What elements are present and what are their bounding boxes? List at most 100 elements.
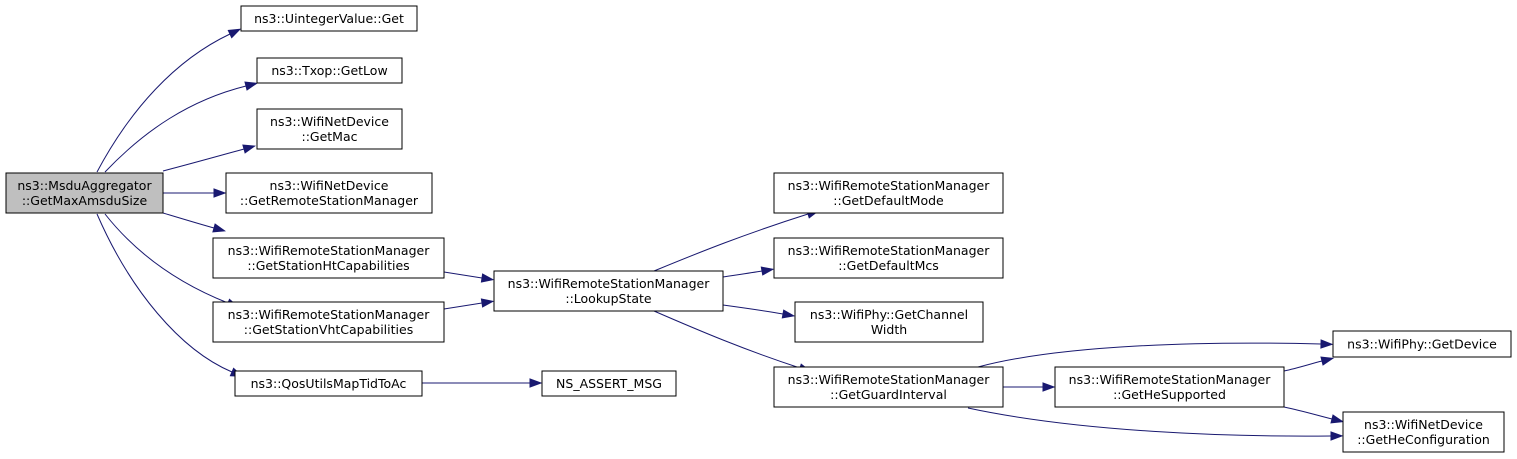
- node-label-line: ::GetGuardInterval: [830, 387, 947, 402]
- node-root[interactable]: ns3::MsduAggregator::GetMaxAmsduSize: [5, 172, 164, 214]
- node-box: [256, 108, 403, 150]
- node-box: [212, 301, 445, 343]
- node-box: [1054, 366, 1285, 408]
- edge-line: [722, 304, 784, 315]
- node-label-line: ::GetDefaultMode: [833, 193, 944, 208]
- arrowhead: [1042, 382, 1056, 392]
- node-box: [5, 172, 164, 214]
- node-qos-map[interactable]: ns3::QosUtilsMapTidToAc: [234, 370, 423, 397]
- edge-heSupported-to-heConfig: [1283, 406, 1345, 424]
- edge-line: [96, 213, 233, 373]
- node-box: [493, 270, 724, 312]
- arrowhead: [227, 28, 242, 39]
- edge-line: [443, 271, 483, 279]
- node-get-mac[interactable]: ns3::WifiNetDevice::GetMac: [256, 108, 403, 150]
- edge-line: [1283, 406, 1333, 420]
- node-he-supported[interactable]: ns3::WifiRemoteStationManager::GetHeSupp…: [1054, 366, 1285, 408]
- arrowhead: [1330, 414, 1345, 424]
- arrowhead: [242, 144, 256, 154]
- edge-line: [977, 342, 1322, 368]
- node-label-line: ::GetDefaultMcs: [838, 258, 939, 273]
- arrowhead: [244, 81, 259, 91]
- edge-line: [1283, 360, 1323, 372]
- arrowhead: [480, 273, 495, 283]
- node-assert-msg[interactable]: NS_ASSERT_MSG: [541, 370, 677, 397]
- node-label-line: ns3::Txop::GetLow: [271, 63, 387, 78]
- edge-root-to-txopGetLow: [104, 81, 259, 173]
- node-label-line: ::GetHeConfiguration: [1357, 432, 1490, 447]
- arrowhead: [529, 378, 543, 388]
- node-box: [773, 237, 1004, 279]
- node-uint-get[interactable]: ns3::UintegerValue::Get: [240, 5, 418, 32]
- node-label-line: ns3::UintegerValue::Get: [254, 11, 404, 26]
- node-label-line: ::GetStationHtCapabilities: [247, 258, 409, 273]
- edge-guardInt-to-phyGetDevice: [977, 339, 1334, 368]
- node-label-line: ns3::MsduAggregator: [17, 178, 152, 193]
- node-default-mcs[interactable]: ns3::WifiRemoteStationManager::GetDefaul…: [773, 237, 1004, 279]
- edge-guardInt-to-heConfig: [967, 407, 1344, 441]
- node-phy-get-device[interactable]: ns3::WifiPhy::GetDevice: [1332, 330, 1512, 358]
- edge-line: [162, 212, 215, 229]
- node-txop-get-low[interactable]: ns3::Txop::GetLow: [256, 57, 403, 84]
- node-box: [541, 370, 677, 397]
- edge-getVhtCap-to-lookupState: [443, 298, 495, 310]
- node-label-line: ::GetMaxAmsduSize: [22, 193, 148, 208]
- arrowhead: [1320, 339, 1334, 349]
- edge-lookupState-to-chanWidth: [722, 304, 796, 319]
- edge-line: [722, 270, 763, 278]
- node-label-line: ns3::WifiRemoteStationManager: [508, 276, 711, 291]
- node-box: [773, 366, 1004, 408]
- node-box: [256, 57, 403, 84]
- node-label-line: ns3::WifiRemoteStationManager: [1069, 372, 1272, 387]
- node-box: [1332, 330, 1512, 358]
- node-label-line: ns3::WifiRemoteStationManager: [788, 372, 991, 387]
- edge-line: [104, 213, 229, 304]
- node-box: [794, 301, 984, 343]
- edge-getHtCap-to-lookupState: [443, 271, 495, 283]
- node-label-line: Width: [871, 322, 907, 337]
- node-get-ht-cap[interactable]: ns3::WifiRemoteStationManager::GetStatio…: [212, 237, 445, 279]
- arrowhead: [1320, 356, 1335, 366]
- node-label-line: ns3::WifiNetDevice: [270, 114, 389, 129]
- arrowhead: [212, 223, 226, 233]
- node-box: [240, 5, 418, 32]
- node-label-line: ns3::WifiPhy::GetDevice: [1347, 337, 1497, 352]
- edge-heSupported-to-phyGetDevice: [1283, 356, 1335, 372]
- node-label-line: ns3::QosUtilsMapTidToAc: [251, 376, 407, 391]
- edge-line: [967, 407, 1332, 437]
- arrowhead: [213, 188, 227, 198]
- node-label-line: ns3::WifiRemoteStationManager: [788, 178, 991, 193]
- edge-root-to-getMac: [162, 144, 256, 172]
- edge-line: [162, 148, 245, 172]
- node-get-vht-cap[interactable]: ns3::WifiRemoteStationManager::GetStatio…: [212, 301, 445, 343]
- node-he-config[interactable]: ns3::WifiNetDevice::GetHeConfiguration: [1342, 411, 1505, 453]
- edge-guardInt-to-heSupported: [1003, 382, 1056, 392]
- node-default-mode[interactable]: ns3::WifiRemoteStationManager::GetDefaul…: [773, 172, 1004, 214]
- node-label-line: ns3::WifiRemoteStationManager: [788, 243, 991, 258]
- arrowhead: [1330, 431, 1344, 441]
- node-label-line: ::GetStationVhtCapabilities: [244, 322, 413, 337]
- node-label-line: NS_ASSERT_MSG: [556, 376, 662, 391]
- node-label-line: ns3::WifiNetDevice: [270, 178, 389, 193]
- node-label-line: ::GetHeSupported: [1113, 387, 1226, 402]
- node-box: [225, 172, 433, 214]
- node-get-rsm[interactable]: ns3::WifiNetDevice::GetRemoteStationMana…: [225, 172, 433, 214]
- node-box: [773, 172, 1004, 214]
- edge-root-to-getHtCap: [162, 212, 226, 233]
- edge-line: [104, 85, 247, 173]
- edge-line: [653, 213, 809, 272]
- arrowhead: [480, 298, 495, 308]
- node-label-line: ns3::WifiRemoteStationManager: [228, 307, 431, 322]
- node-guard-int[interactable]: ns3::WifiRemoteStationManager::GetGuardI…: [773, 366, 1004, 408]
- node-label-line: ::GetRemoteStationManager: [240, 193, 419, 208]
- edge-root-to-getRsm: [163, 188, 227, 198]
- edge-line: [653, 310, 801, 369]
- node-label-line: ns3::WifiNetDevice: [1364, 417, 1483, 432]
- node-box: [1342, 411, 1505, 453]
- edge-qosMap-to-assertMsg: [422, 378, 543, 388]
- node-label-line: ns3::WifiRemoteStationManager: [228, 243, 431, 258]
- edge-root-to-uintGet: [96, 28, 242, 173]
- edge-lookupState-to-guardInt: [653, 310, 812, 373]
- node-lookup-state[interactable]: ns3::WifiRemoteStationManager::LookupSta…: [493, 270, 724, 312]
